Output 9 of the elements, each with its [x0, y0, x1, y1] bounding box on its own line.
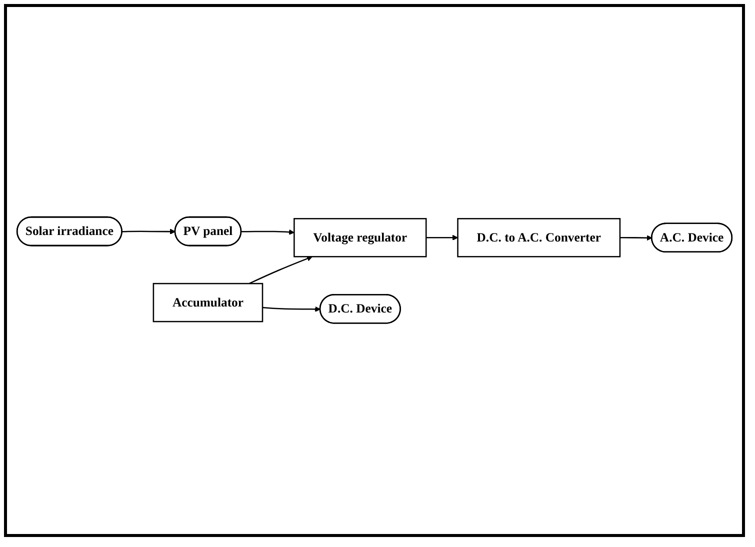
arrow	[620, 235, 652, 242]
arrow	[262, 306, 321, 312]
arrow	[122, 229, 176, 235]
node-box: Voltage regulator	[294, 218, 427, 258]
arrow	[241, 230, 294, 236]
node-box: Accumulator	[152, 283, 264, 323]
arrow	[248, 256, 312, 285]
node-box: D.C. to A.C. Converter	[457, 218, 621, 258]
arrow	[426, 235, 458, 241]
